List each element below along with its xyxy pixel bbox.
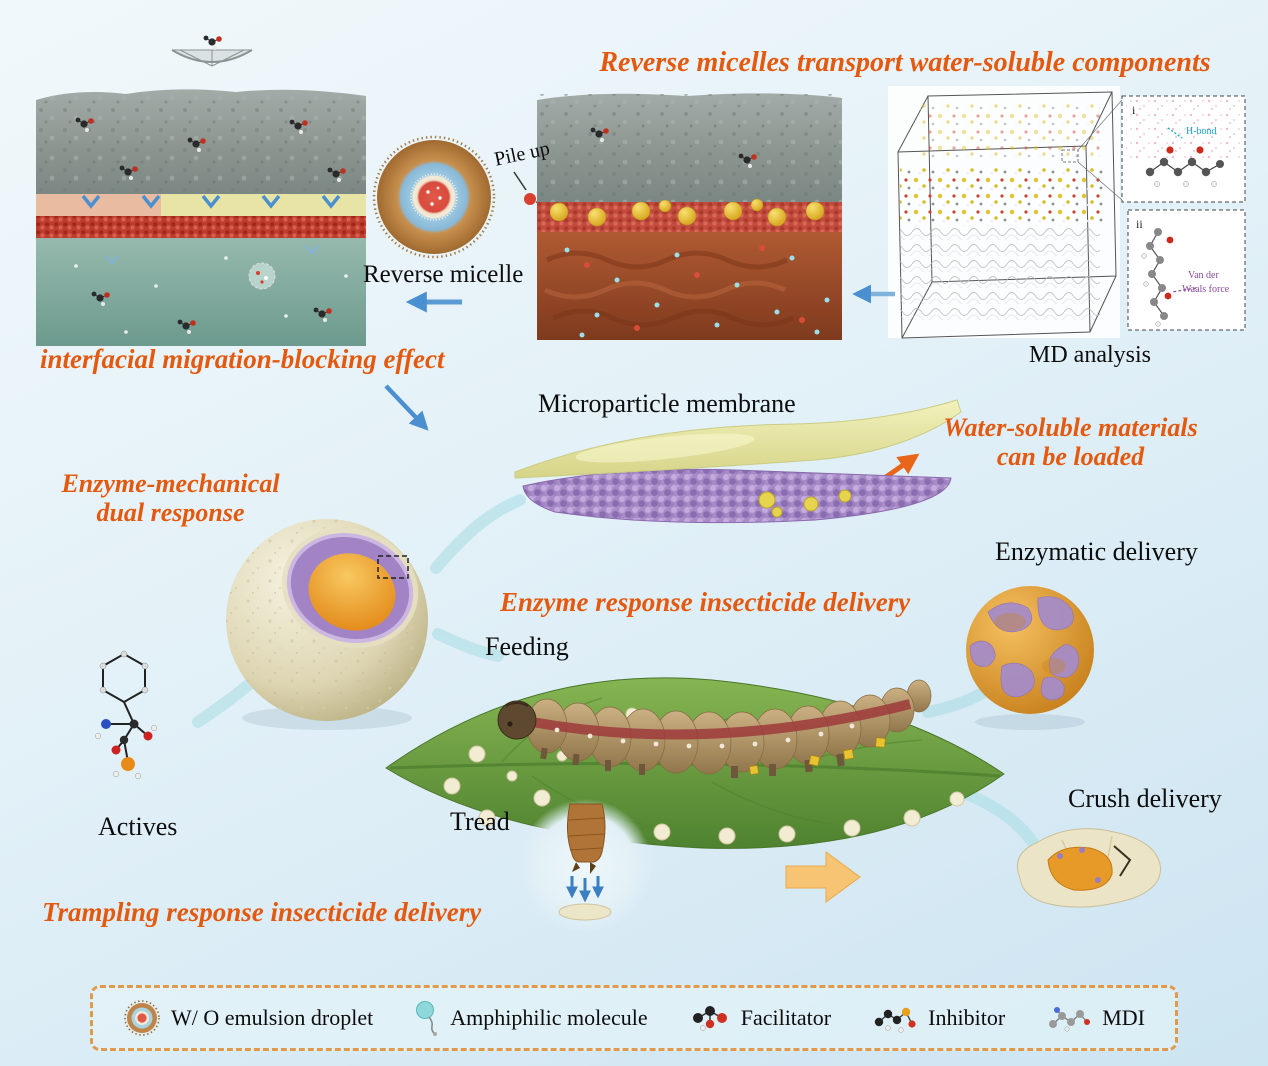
tread-inset [518, 799, 652, 933]
microparticle-membrane-label: Microparticle membrane [538, 389, 796, 418]
legend-item-emulsion-droplet: W/ O emulsion droplet [123, 999, 373, 1037]
legend-label: W/ O emulsion droplet [171, 1005, 374, 1030]
vdw-label-line2: Waals force [1182, 284, 1230, 295]
enzymatic-delivery-sphere [966, 586, 1094, 730]
legend-bar: W/ O emulsion droplet Amphiphilic molecu… [90, 985, 1178, 1051]
water-soluble-line1: Water-soluble materials [943, 413, 1198, 442]
caterpillar-head [498, 701, 536, 739]
md-inset-panel-ii: ii Van der Waals force [1127, 209, 1246, 331]
micelle-in-water-icon [248, 262, 276, 290]
right-emulsion-block [537, 93, 842, 340]
pile-up-droplet-icon [524, 193, 536, 205]
leaf-caterpillar-scene [385, 677, 1005, 849]
reverse-micelle-icon [372, 135, 496, 259]
panel-ii-label: ii [1136, 217, 1143, 231]
panel-i-label: i [1132, 103, 1136, 117]
legend-item-inhibitor: Inhibitor [872, 1001, 1005, 1035]
interfacial-heading: interfacial migration-blocking effect [40, 344, 445, 374]
microparticle-membrane-illustration [514, 399, 962, 524]
vdw-label-line1: Van der [1188, 270, 1219, 281]
md-simulation-box [888, 86, 1123, 339]
mdi-icon [1049, 1007, 1091, 1032]
facilitator-icon [692, 1006, 727, 1031]
actives-label: Actives [98, 812, 178, 841]
enzyme-mechanical-line1: Enzyme-mechanical [61, 469, 280, 498]
enzyme-response-heading: Enzyme response insecticide delivery [500, 587, 911, 617]
md-analysis-label: MD analysis [1029, 342, 1151, 368]
orange-block-arrow [785, 851, 861, 903]
caterpillar-leg [566, 803, 606, 863]
legend-item-amphiphilic: Amphiphilic molecule [414, 999, 648, 1037]
legend-label: Amphiphilic molecule [450, 1005, 648, 1030]
enzymatic-delivery-label: Enzymatic delivery [995, 537, 1198, 566]
legend-label: MDI [1102, 1005, 1145, 1030]
molecular-net-icon [171, 35, 253, 67]
caterpillar [497, 679, 932, 778]
microparticle-cutaway-sphere [226, 519, 428, 730]
crush-delivery-label: Crush delivery [1068, 784, 1222, 813]
enzyme-mechanical-heading: Enzyme-mechanical dual response [38, 469, 303, 527]
crushed-particle [1016, 828, 1161, 908]
flattened-particle [558, 903, 612, 921]
tread-label: Tread [450, 807, 510, 836]
migration-arrows [81, 194, 341, 209]
emulsion-droplet-icon [124, 1000, 160, 1036]
legend-label: Inhibitor [928, 1005, 1006, 1030]
legend-label: Facilitator [740, 1005, 832, 1030]
interface-yellow-spheres [549, 198, 825, 227]
water-soluble-heading: Water-soluble materials can be loaded [918, 413, 1223, 471]
h-bond-label: H-bond [1186, 126, 1217, 137]
zoom-region-box [377, 555, 409, 579]
figure-title: Reverse micelles transport water-soluble… [599, 47, 1211, 78]
legend-item-mdi: MDI [1046, 1001, 1145, 1035]
amphiphilic-molecule-icon [416, 1001, 438, 1036]
trampling-heading: Trampling response insecticide delivery [42, 897, 482, 927]
feeding-label: Feeding [485, 632, 569, 661]
water-soluble-line2: can be loaded [996, 442, 1145, 472]
inhibitor-icon [874, 1007, 916, 1033]
enzyme-mechanical-line2: dual response [96, 498, 245, 528]
reverse-micelle-label: Reverse micelle [363, 261, 524, 288]
legend-item-facilitator: Facilitator [689, 1001, 831, 1035]
md-inset-panel-i: i H-bond [1121, 95, 1246, 203]
left-emulsion-block [36, 89, 366, 346]
actives-molecule-icon [94, 650, 158, 780]
